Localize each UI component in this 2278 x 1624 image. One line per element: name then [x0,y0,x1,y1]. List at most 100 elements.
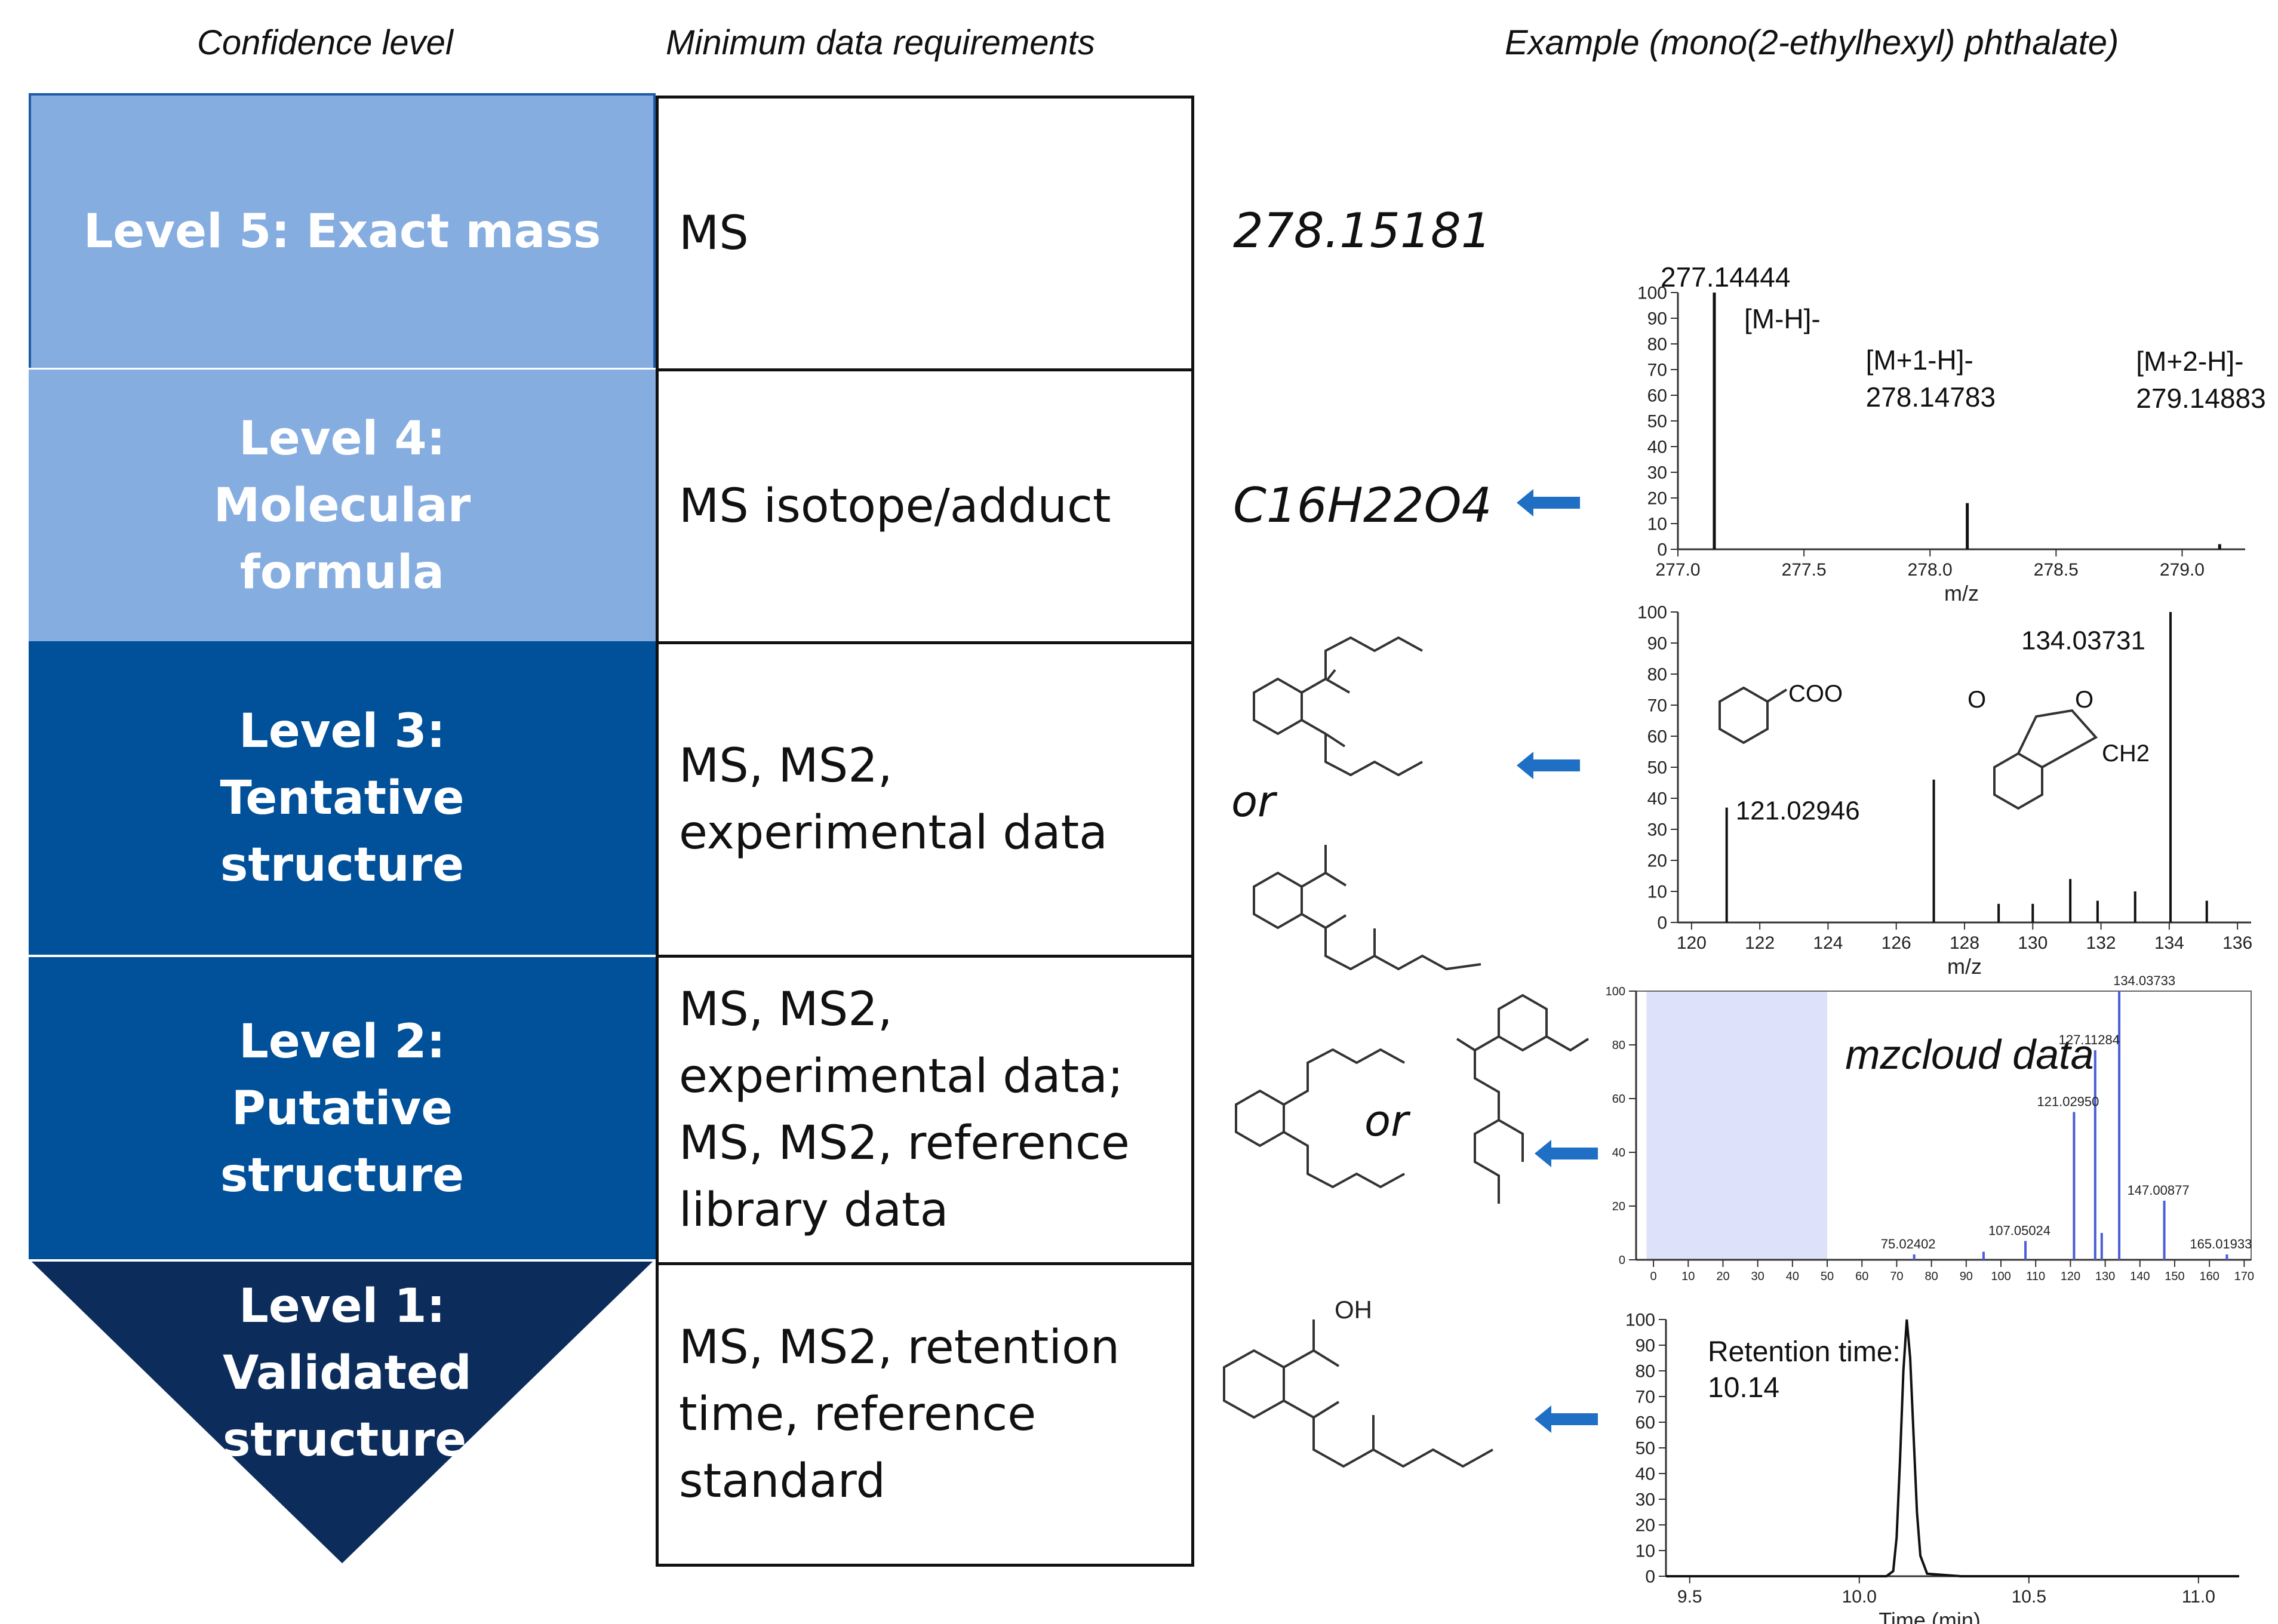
y-tick-label: 10 [1647,515,1667,534]
y-tick-label: 40 [1647,438,1667,457]
example-molecular-formula: C16H22O4 [1233,478,1492,533]
requirements-level-5: MS [656,96,1194,371]
x-axis-label: m/z [1944,581,1979,605]
x-tick-label: 160 [2199,1270,2219,1283]
y-tick-label: 60 [1647,386,1667,406]
y-tick-label: 40 [1612,1146,1625,1159]
y-tick-label: 50 [1647,412,1667,432]
benzoate-structure-icon [1719,686,1788,745]
x-tick-label: 134 [2154,933,2184,953]
y-tick-label: 0 [1619,1254,1625,1267]
ion-label: [M-H]- [1744,303,1821,334]
y-tick-label: 80 [1636,1362,1655,1382]
dibutyl-phthalate-structure-icon [1253,636,1423,777]
x-tick-label: 30 [1751,1270,1764,1283]
x-tick-label: 277.5 [1782,560,1827,580]
x-tick-label: 130 [2095,1270,2115,1283]
x-axis-label: m/z [1947,954,1982,979]
y-tick-label: 0 [1657,540,1667,560]
y-tick-label: 60 [1612,1093,1625,1106]
y-tick-label: 80 [1647,335,1667,355]
y-tick-label: 100 [1625,1311,1655,1330]
level-2-block: Level 2: Putative structure [29,955,656,1260]
y-tick-label: 90 [1647,634,1667,654]
y-tick-label: 20 [1636,1516,1655,1536]
x-tick-label: 150 [2165,1270,2184,1283]
y-tick-label: 70 [1647,361,1667,380]
peak-label: 107.05024 [1988,1223,2050,1238]
mehp-structure-3-icon [1223,1320,1493,1468]
y-tick-label: 90 [1647,309,1667,329]
peak-label: 127.11284 [2059,1032,2120,1047]
y-tick-label: 30 [1647,820,1667,840]
requirements-level-2-text: MS, MS2, experimental data; MS, MS2, ref… [679,983,1130,1237]
or-level-2: or [1364,1096,1409,1146]
x-tick-label: 120 [1677,933,1707,953]
level-4-label: Level 4: Molecular formula [213,411,471,599]
level-5-label: Level 5: Exact mass [83,205,601,259]
peak-label: 134.03731 [2021,626,2145,655]
retention-annotation-value: 10.14 [1708,1372,1779,1404]
level-3-block: Level 3: Tentative structure [29,641,656,955]
requirements-level-4: MS isotope/adduct [656,368,1194,644]
peak-label: 165.01933 [2190,1237,2252,1251]
x-tick-label: 60 [1855,1270,1868,1283]
chart-title: mzcloud data [1845,1031,2093,1078]
arrow-icon [1517,752,1580,779]
level-1-label-wrap: Level 1: Validated structure [29,1272,656,1475]
x-tick-label: 170 [2234,1270,2254,1283]
arrow-icon [1535,1140,1598,1167]
x-tick-label: 277.0 [1655,560,1700,580]
x-tick-label: 20 [1716,1270,1729,1283]
y-tick-label: 100 [1637,603,1667,623]
x-tick-label: 136 [2222,933,2252,953]
x-tick-label: 128 [1950,933,1979,953]
x-tick-label: 10 [1681,1270,1695,1283]
x-tick-label: 110 [2026,1270,2045,1283]
peak-label: 121.02946 [1736,796,1860,826]
y-tick-label: 30 [1636,1490,1655,1510]
y-tick-label: 60 [1636,1413,1655,1433]
x-tick-label: 90 [1960,1270,1973,1283]
x-tick-label: 126 [1882,933,1911,953]
requirements-level-1: MS, MS2, retention time, reference stand… [656,1262,1194,1567]
retention-annotation: Retention time: [1708,1336,1901,1368]
x-tick-label: 0 [1650,1270,1657,1283]
phthalide-structure-icon [1993,709,2098,810]
y-tick-label: 10 [1647,882,1667,902]
example-exact-mass: 278.15181 [1233,203,1492,259]
peak-label: 121.02950 [2037,1094,2099,1109]
x-tick-label: 10.0 [1842,1587,1877,1607]
y-tick-label: 20 [1647,489,1667,509]
x-tick-label: 10.5 [2012,1587,2046,1607]
chromatogram-line [1666,1319,2239,1577]
x-tick-label: 40 [1786,1270,1799,1283]
x-tick-label: 278.5 [2034,560,2079,580]
or-level-3: or [1231,776,1275,826]
x-axis-label: Time (min) [1879,1608,1981,1624]
x-tick-label: 140 [2130,1270,2150,1283]
header-example: Example (mono(2-ethylhexyl) phthalate) [1505,23,2119,62]
level-1-triangle [26,1259,659,1567]
y-tick-label: 0 [1645,1567,1655,1587]
x-tick-label: 124 [1813,933,1843,953]
arrow-icon [1535,1405,1598,1433]
shaded-region [1646,991,1828,1260]
y-tick-label: 70 [1636,1388,1655,1407]
annotation-label: O [2075,687,2093,713]
x-tick-label: 278.0 [1908,560,1953,580]
y-tick-label: 90 [1636,1336,1655,1356]
y-tick-label: 80 [1612,1039,1625,1052]
annotation-label: CH2 [2102,740,2150,767]
x-tick-label: 70 [1890,1270,1903,1283]
y-tick-label: 40 [1647,789,1667,809]
peak-label: 147.00877 [2128,1183,2190,1198]
x-tick-label: 50 [1821,1270,1834,1283]
x-tick-label: 100 [1991,1270,2010,1283]
level-1-label: Level 1: Validated structure [223,1279,472,1467]
x-tick-label: 279.0 [2160,560,2205,580]
